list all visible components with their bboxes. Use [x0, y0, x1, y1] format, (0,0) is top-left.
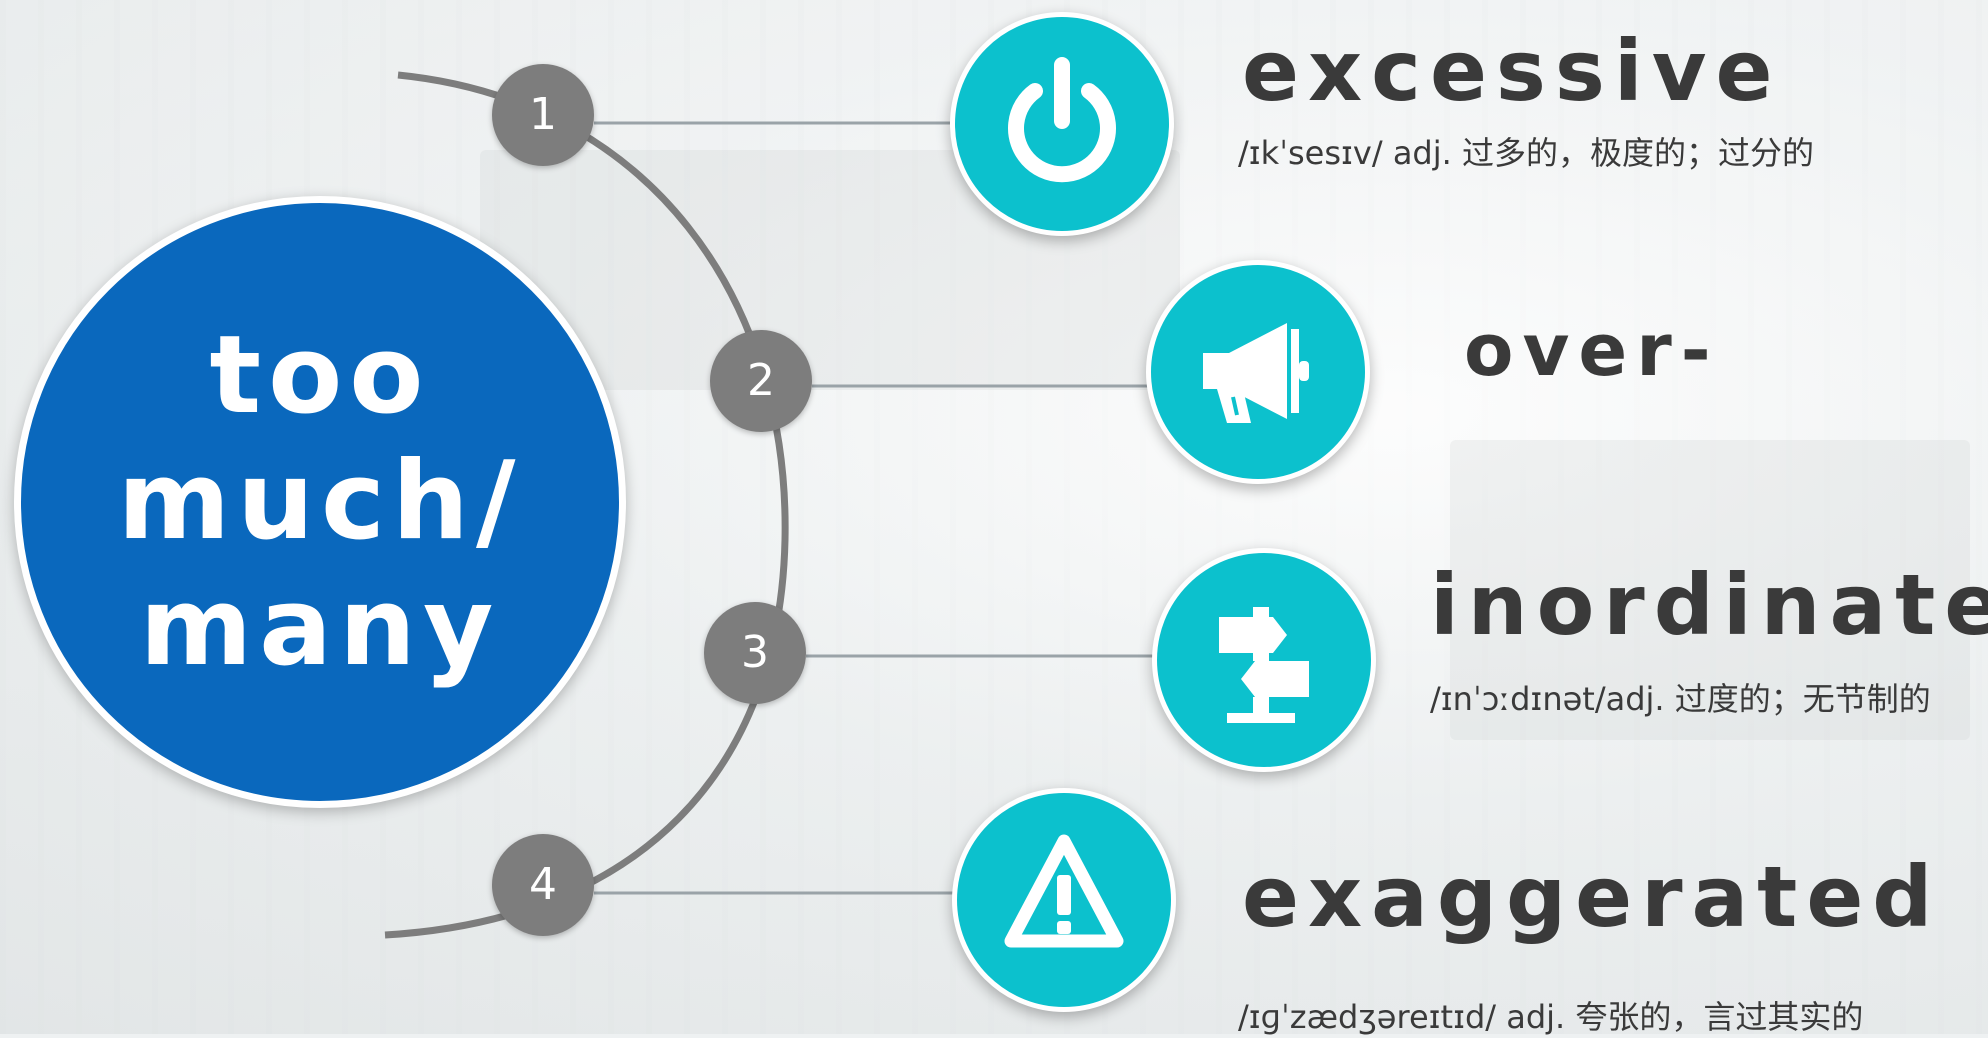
icon-circle-1 [950, 12, 1174, 236]
icon-circle-4 [952, 788, 1176, 1012]
definition-inordinate: /ɪnˈɔːdɪnət/adj. 过度的；无节制的 [1430, 680, 1931, 718]
power-icon [1008, 57, 1116, 183]
word-excessive: excessive [1242, 22, 1782, 120]
main-topic-text: too much/ many [40, 313, 600, 691]
definition-exaggerated: /ɪɡˈzædʒəreɪtɪd/ adj. 夸张的，言过其实的 [1238, 998, 1864, 1036]
main-topic-circle: too much/ many [14, 196, 626, 808]
number-badge-3: 3 [704, 602, 806, 704]
icon-circle-2 [1146, 260, 1370, 484]
main-topic-line-1: too [209, 313, 431, 438]
megaphone-icon [1203, 323, 1309, 423]
main-topic-line-2: much/ [117, 439, 523, 564]
number-badge-4: 4 [492, 834, 594, 936]
word-exaggerated: exaggerated [1242, 848, 1942, 946]
number-badge-2: 2 [710, 330, 812, 432]
timeline-arc [384, 71, 789, 939]
word-over: over- [1464, 308, 1720, 392]
definition-excessive: /ɪkˈsesɪv/ adj. 过多的，极度的；过分的 [1238, 134, 1814, 172]
number-badge-1: 1 [492, 64, 594, 166]
icon-circle-3 [1152, 548, 1376, 772]
background-desk-shape [1450, 440, 1970, 740]
signpost-icon [1219, 607, 1309, 723]
main-topic-line-3: many [139, 565, 501, 690]
warning-icon [1004, 834, 1124, 948]
word-inordinate: inordinate [1430, 556, 1988, 654]
